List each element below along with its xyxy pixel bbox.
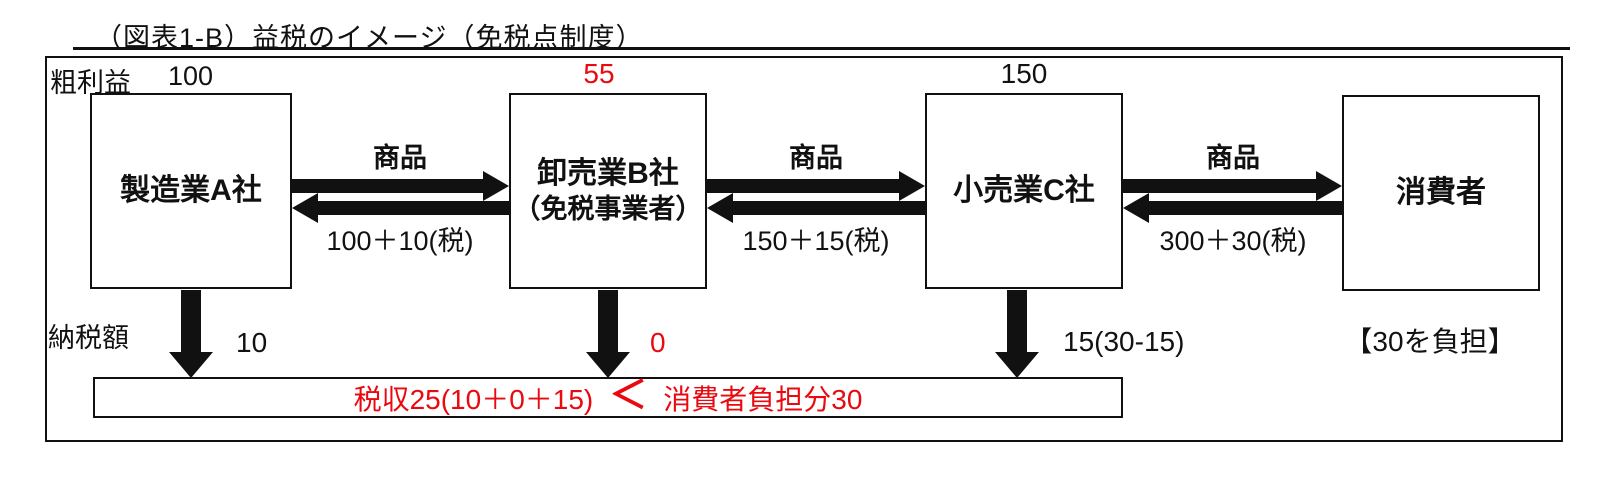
payment-label-a-b: 100＋10(税) [326, 226, 474, 256]
payment-arrowhead-c-to-b-icon [707, 193, 733, 223]
tax-arrow-b-shaft [598, 290, 618, 353]
goods-arrow-b-to-c [707, 179, 899, 193]
tax-due-value-c: 15(30-15) [1063, 326, 1185, 357]
node-retailer-c: 小売業C社 [925, 93, 1123, 289]
tax-due-value-b: 0 [650, 327, 666, 358]
node-wholesaler-b: 卸売業B社 （免税事業者） [509, 93, 707, 289]
tax-arrow-c-shaft [1007, 290, 1027, 353]
tax-arrow-a-shaft [181, 290, 201, 353]
tax-arrow-c-head-icon [995, 352, 1039, 378]
node-retailer-c-label: 小売業C社 [953, 174, 1095, 208]
consumer-burden-total: 消費者負担分30 [663, 383, 863, 415]
payment-arrow-c-to-b [732, 201, 925, 215]
goods-label-a-b: 商品 [373, 143, 427, 173]
goods-arrow-c-to-consumer [1123, 179, 1316, 193]
gross-profit-value-b: 55 [583, 58, 615, 89]
payment-label-c-consumer: 300＋30(税) [1159, 226, 1307, 256]
tax-due-value-a: 10 [236, 327, 268, 358]
goods-arrowhead-c-to-consumer-icon [1316, 171, 1342, 201]
payment-label-b-c: 150＋15(税) [742, 226, 890, 256]
gross-profit-value-a: 100 [168, 61, 214, 91]
node-wholesaler-b-sublabel: （免税事業者） [513, 193, 703, 224]
tax-revenue-total: 税収25(10＋0＋15) [353, 383, 594, 415]
node-manufacturer-a-label: 製造業A社 [120, 174, 262, 208]
diagram-frame [45, 56, 1563, 442]
node-consumer-label: 消費者 [1396, 176, 1486, 210]
node-wholesaler-b-label: 卸売業B社 [537, 157, 679, 191]
goods-arrowhead-a-to-b-icon [483, 171, 509, 201]
goods-label-b-c: 商品 [789, 143, 843, 173]
goods-label-c-consumer: 商品 [1206, 143, 1260, 173]
less-than-sign: ＜ [609, 374, 648, 417]
payment-arrowhead-consumer-to-c-icon [1123, 193, 1149, 223]
tax-arrow-a-head-icon [169, 352, 213, 378]
tax-revenue-summary-box: 税収25(10＋0＋15) ＜ 消費者負担分30 [93, 377, 1123, 418]
payment-arrow-b-to-a [317, 201, 509, 215]
consumer-burden-note: 【30を負担】 [1344, 326, 1516, 357]
node-manufacturer-a: 製造業A社 [90, 93, 292, 289]
gross-profit-value-c: 150 [1000, 58, 1048, 89]
payment-arrow-consumer-to-c [1148, 201, 1342, 215]
payment-arrowhead-b-to-a-icon [292, 193, 318, 223]
tax-arrow-b-head-icon [586, 352, 630, 378]
node-consumer: 消費者 [1342, 95, 1540, 291]
goods-arrow-a-to-b [292, 179, 484, 193]
tax-due-label: 納税額 [48, 323, 129, 353]
goods-arrowhead-b-to-c-icon [899, 171, 925, 201]
title-underline [73, 47, 1570, 50]
